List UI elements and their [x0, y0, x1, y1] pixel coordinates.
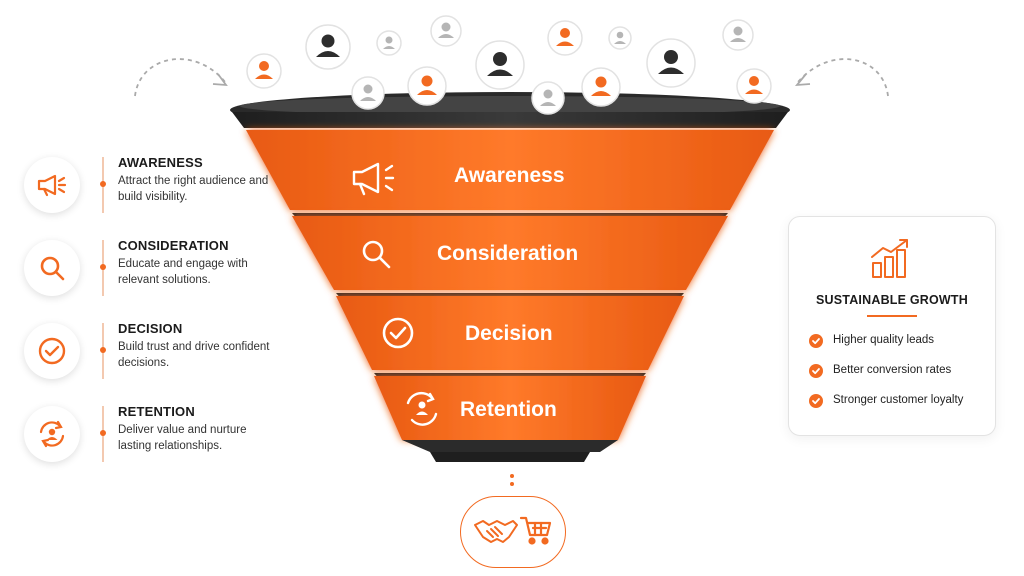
funnel-spout: [402, 440, 618, 452]
user-avatar-icon: [646, 38, 696, 88]
user-avatar-icon: [376, 30, 402, 56]
stage-card-decision: DECISION Build trust and drive confident…: [24, 321, 274, 381]
stage-title: RETENTION: [118, 404, 195, 419]
band-refresh-user-icon: [406, 391, 438, 426]
refresh-user-icon: [24, 406, 80, 462]
band-search-icon: [362, 240, 391, 269]
left-dashed-arrow: [134, 58, 226, 97]
stage-description: Educate and engage with relevant solutio…: [118, 258, 248, 286]
stage-description: Attract the right audience and build vis…: [118, 175, 269, 203]
stage-card-retention: RETENTION Deliver value and nurture last…: [24, 404, 274, 464]
megaphone-icon: [352, 162, 395, 196]
megaphone-icon: [24, 157, 80, 213]
user-avatar-icon: [246, 53, 282, 89]
funnel-band-consideration: [292, 216, 728, 290]
user-avatar-icon: [351, 76, 385, 110]
check-icon: [809, 334, 823, 348]
funnel-band-decision: [336, 296, 684, 370]
user-avatar-icon: [407, 66, 447, 106]
user-avatar-icon: [722, 19, 754, 51]
user-avatar-icon: [430, 15, 462, 47]
growth-chart-icon: [869, 237, 915, 284]
band-label-consideration: Consideration: [437, 242, 579, 265]
benefit-item: Higher quality leads: [809, 333, 989, 351]
benefit-label: Stronger customer loyalty: [833, 394, 964, 406]
band-label-retention: Retention: [460, 398, 557, 421]
band-label-awareness: Awareness: [454, 164, 565, 187]
search-icon: [24, 240, 80, 296]
handshake-icon: [473, 515, 519, 552]
band-label-decision: Decision: [465, 322, 553, 345]
stage-description: Build trust and drive confident decision…: [118, 341, 270, 369]
user-avatar-icon: [736, 68, 772, 104]
benefit-label: Better conversion rates: [833, 364, 952, 376]
stage-card-awareness: AWARENESS Attract the right audience and…: [24, 155, 274, 215]
sustainable-growth-card: SUSTAINABLE GROWTH Higher quality leads …: [788, 216, 996, 436]
check-icon: [809, 364, 823, 378]
stage-title: DECISION: [118, 321, 183, 336]
stage-card-consideration: CONSIDERATION Educate and engage with re…: [24, 238, 274, 298]
user-avatar-icon: [305, 24, 351, 70]
user-avatar-icon: [531, 81, 565, 115]
user-avatar-icon: [608, 26, 632, 50]
user-avatar-icon: [581, 67, 621, 107]
stage-description: Deliver value and nurture lasting relati…: [118, 424, 247, 452]
benefit-item: Stronger customer loyalty: [809, 393, 989, 411]
stage-title: CONSIDERATION: [118, 238, 229, 253]
cart-icon: [519, 515, 553, 552]
right-dashed-arrow: [797, 58, 889, 97]
benefit-item: Better conversion rates: [809, 363, 989, 381]
check-circle-icon: [24, 323, 80, 379]
band-check-circle-icon: [382, 317, 414, 349]
check-icon: [809, 394, 823, 408]
stage-title: AWARENESS: [118, 155, 203, 170]
user-avatars: [246, 15, 772, 115]
growth-title: SUSTAINABLE GROWTH: [816, 293, 968, 307]
funnel-band-retention: [374, 376, 646, 440]
outcome-badge: [460, 496, 566, 568]
benefit-label: Higher quality leads: [833, 334, 935, 346]
user-avatar-icon: [475, 40, 525, 90]
user-avatar-icon: [547, 20, 583, 56]
